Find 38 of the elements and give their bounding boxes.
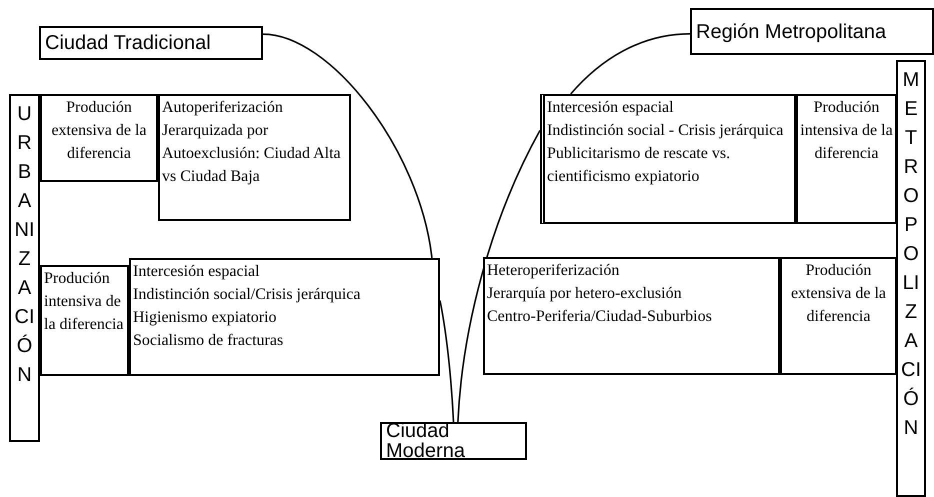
text-box [40,94,158,182]
curved-connector [439,300,454,422]
curved-connector [570,33,690,95]
text-line: Jerarquizada por Autoexclusión: Ciudad Alta vs Ciudad Baja [162,121,342,187]
text-line: Centro-Periferia/Ciudad-Suburbios [487,307,713,327]
title-box [380,422,527,460]
text-box [540,94,796,224]
text-line: Jerarquía por hetero-exclusión [487,284,683,304]
stage-title: Ciudad Moderna [386,421,466,461]
stage-title: Ciudad Tradicional [45,33,211,53]
text-line: Publicitarismo de rescate vs. cientificismo expiatorio [547,144,732,187]
text-line: Intercesión espacial [547,98,675,118]
text-line: Intercesión espacial [133,262,261,282]
text-box [780,257,897,375]
vertical-label-box [9,94,40,442]
text-line: Higienismo expiatorio [133,308,278,328]
text-line: Heteroperiferización [487,261,620,281]
text-line: Produción intensiva de la diferencia [800,98,893,164]
text-box [129,258,440,376]
text-line: Indistinción social/Crisis jerárquica [133,285,362,305]
vertical-label-box [896,60,926,497]
title-box [39,26,263,60]
curved-connector [262,33,433,258]
text-line: Produción intensiva de la diferencia [44,269,124,335]
text-box [40,265,129,376]
stage-title: Región Metropolitana [696,22,886,42]
text-box [796,94,897,224]
title-box [690,8,934,55]
text-line: Produción extensiva de la diferencia [790,261,888,327]
text-line: Indistinción social - Crisis jerárquica [547,121,784,141]
text-line: Socialismo de fracturas [133,331,284,351]
curved-connector [457,130,541,422]
text-line: Autoperiferización [162,98,284,118]
text-line: Produción extensiva de la diferencia [50,98,148,164]
vertical-label: URBANIZACIÓN [14,102,34,388]
vertical-label: METROPOLIZACIÓN [901,68,921,441]
text-box [483,257,780,375]
text-box [158,94,351,221]
